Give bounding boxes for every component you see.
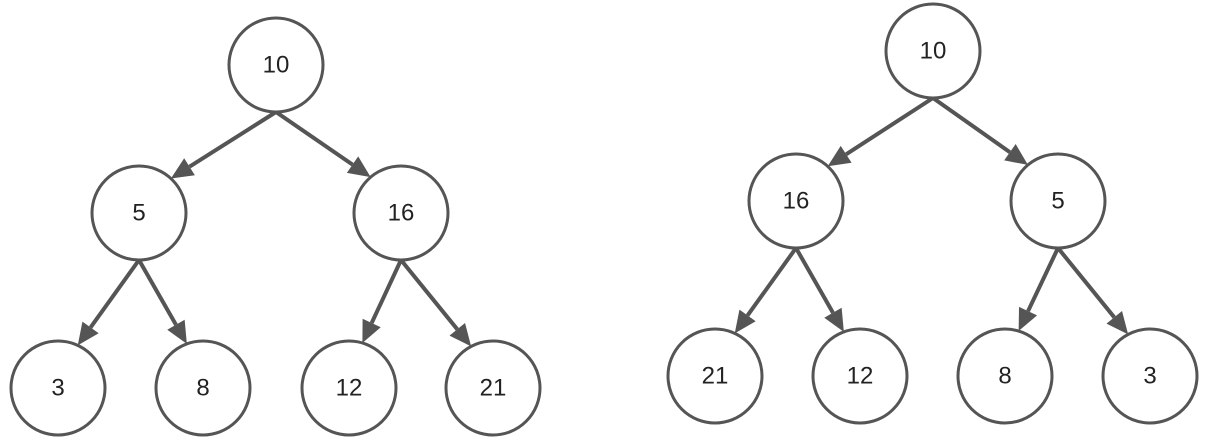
arrow-head-t2n10-t2n5 <box>1004 144 1028 165</box>
arrow-head-t1n10-t1n5 <box>170 158 195 179</box>
tree-node-8: 8 <box>154 339 252 437</box>
tree-node-3: 3 <box>1101 327 1199 425</box>
tree-node-21: 21 <box>444 339 542 437</box>
arrow-head-t2n5-t2n8 <box>1018 306 1038 332</box>
edge-t1n10-t1n5 <box>188 110 278 169</box>
arrow-head-t2n16-t2n21 <box>734 309 756 334</box>
arrow-head-t1n10-t1n16 <box>346 156 371 178</box>
node-label: 12 <box>847 362 874 389</box>
node-circle <box>9 339 107 437</box>
node-label: 5 <box>132 199 145 226</box>
node-label: 3 <box>51 374 64 401</box>
node-label: 10 <box>920 37 947 64</box>
node-circle <box>666 327 764 425</box>
node-label: 21 <box>480 374 507 401</box>
node-label: 16 <box>783 187 810 214</box>
edge-t1n5-t1n8 <box>137 259 178 326</box>
tree-node-5: 5 <box>90 164 188 262</box>
node-label: 10 <box>263 51 290 78</box>
tree-node-3: 3 <box>9 339 107 437</box>
mirrored-tree: 10 16 5 21 12 8 3 <box>666 2 1199 425</box>
node-label: 12 <box>336 374 363 401</box>
node-circle <box>352 164 450 262</box>
arrow-head-t1n16-t1n12 <box>362 318 381 343</box>
edge-t1n16-t1n12 <box>369 259 403 324</box>
node-circle <box>154 339 252 437</box>
node-circle <box>956 327 1054 425</box>
edge-t2n16-t2n12 <box>794 247 835 314</box>
edge-t1n5-t1n3 <box>88 258 141 329</box>
tree-node-16: 16 <box>352 164 450 262</box>
tree-node-8: 8 <box>956 327 1054 425</box>
node-circle <box>1101 327 1199 425</box>
node-label: 5 <box>1051 187 1064 214</box>
edge-t2n5-t2n8 <box>1026 247 1060 312</box>
tree-node-10: 10 <box>884 2 982 100</box>
edge-t1n16-t1n21 <box>399 258 459 331</box>
arrow-head-t1n16-t1n21 <box>449 323 472 347</box>
tree-node-12: 12 <box>811 327 909 425</box>
edge-t2n5-t2n3 <box>1056 246 1116 319</box>
node-circle <box>227 16 325 114</box>
node-circle <box>884 2 982 100</box>
arrow-head-t2n16-t2n12 <box>824 307 844 332</box>
node-circle <box>444 339 542 437</box>
node-label: 21 <box>702 362 729 389</box>
edge-t2n16-t2n21 <box>745 246 798 317</box>
node-circle <box>1009 152 1107 250</box>
edge-t2n10-t2n5 <box>931 96 1012 154</box>
edge-t2n10-t2n16 <box>845 96 935 157</box>
tree-node-21: 21 <box>666 327 764 425</box>
original-tree: 10 5 16 3 8 12 21 <box>9 16 542 437</box>
arrow-head-t1n5-t1n8 <box>167 319 187 344</box>
node-label: 3 <box>1143 362 1156 389</box>
arrow-head-t1n5-t1n3 <box>77 321 99 346</box>
arrow-head-t2n5-t2n3 <box>1106 311 1129 335</box>
node-circle <box>811 327 909 425</box>
node-label: 16 <box>388 199 415 226</box>
arrow-head-t2n10-t2n16 <box>827 145 852 167</box>
tree-node-16: 16 <box>747 152 845 250</box>
edge-t1n10-t1n16 <box>274 110 354 167</box>
node-circle <box>90 164 188 262</box>
tree-node-5: 5 <box>1009 152 1107 250</box>
node-circle <box>747 152 845 250</box>
tree-node-12: 12 <box>300 339 398 437</box>
node-label: 8 <box>196 374 209 401</box>
node-label: 8 <box>998 362 1011 389</box>
tree-node-10: 10 <box>227 16 325 114</box>
node-circle <box>300 339 398 437</box>
